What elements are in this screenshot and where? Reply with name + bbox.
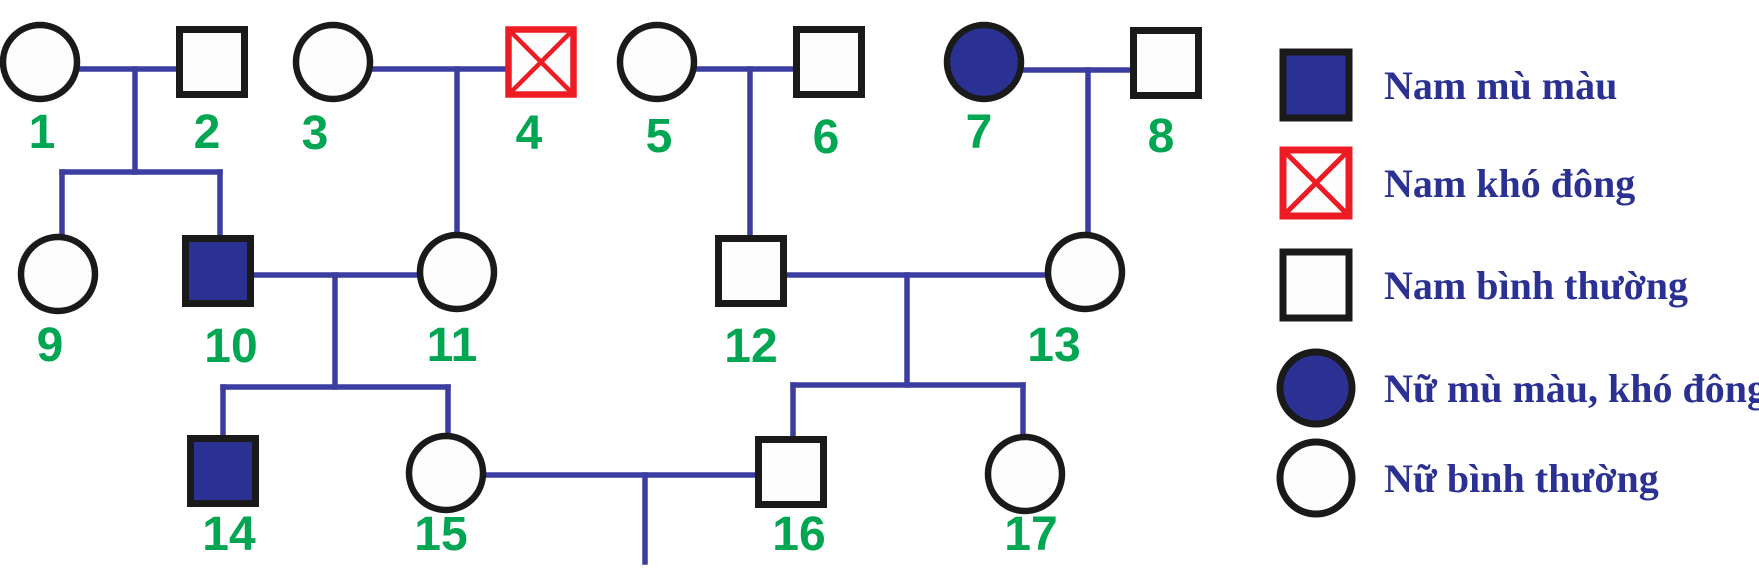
person-number-label: 12 <box>724 320 777 373</box>
person-number-label: 11 <box>427 319 478 372</box>
person-number-label: 15 <box>414 508 467 561</box>
female-circle-icon <box>1044 231 1126 313</box>
person-8: 8 <box>1130 27 1202 163</box>
person-14: 14 <box>187 435 259 561</box>
female-circle-icon <box>0 21 81 103</box>
female-circle-icon <box>416 231 498 313</box>
connector-lines <box>59 66 1136 565</box>
person-number-label: 14 <box>202 508 256 561</box>
person-9: 9 <box>17 233 99 372</box>
legend-item-square-filled: Nam mù màu <box>1279 48 1617 122</box>
person-number-label: 13 <box>1027 319 1080 372</box>
legend-item-circle-filled: Nữ mù màu, khó đông <box>1276 348 1759 428</box>
male-square-icon <box>176 26 248 98</box>
person-number-label: 8 <box>1148 110 1175 163</box>
male-square-icon <box>755 436 827 508</box>
cross-mark-icon <box>1281 148 1351 218</box>
legend-item-label: Nữ bình thường <box>1384 456 1659 501</box>
legend-item-label: Nam bình thường <box>1384 263 1688 308</box>
affected-male-square-icon <box>182 235 254 307</box>
person-number-label: 2 <box>194 106 221 159</box>
male-square-icon <box>1130 27 1202 99</box>
person-number-label: 9 <box>37 319 64 372</box>
person-number-label: 6 <box>813 111 840 164</box>
person-2: 2 <box>176 26 248 159</box>
female-circle-icon <box>984 433 1066 515</box>
person-13: 13 <box>1027 231 1126 372</box>
person-11: 11 <box>416 231 498 372</box>
person-number-label: 4 <box>516 107 543 160</box>
affected-female-circle-icon <box>943 21 1025 103</box>
legend-item-label: Nam mù màu <box>1384 63 1617 108</box>
legend-item-label: Nam khó đông <box>1384 161 1635 206</box>
person-6: 6 <box>793 26 865 164</box>
person-number-label: 1 <box>29 106 56 159</box>
person-number-label: 17 <box>1004 508 1057 561</box>
female-circle-icon <box>292 21 374 103</box>
person-number-label: 16 <box>772 508 825 561</box>
female-circle-icon <box>405 432 487 514</box>
legend-item-square-empty: Nam bình thường <box>1279 248 1688 322</box>
legend-circle-empty-icon <box>1276 438 1356 518</box>
person-5: 5 <box>616 21 698 163</box>
legend-item-label: Nữ mù màu, khó đông <box>1384 366 1759 411</box>
affected-male-square-icon <box>187 435 259 507</box>
legend-square-filled-icon <box>1279 48 1353 122</box>
person-17: 17 <box>984 433 1066 561</box>
male-square-icon <box>793 26 865 98</box>
person-4: 4 <box>505 26 577 160</box>
person-12: 12 <box>715 235 787 373</box>
legend-circle-filled-icon <box>1276 348 1356 428</box>
legend-square-empty-icon <box>1279 248 1353 322</box>
female-circle-icon <box>17 233 99 315</box>
person-number-label: 7 <box>966 106 993 159</box>
person-number-label: 3 <box>302 107 329 160</box>
person-3: 3 <box>292 21 374 160</box>
male-square-icon <box>715 235 787 307</box>
person-number-label: 5 <box>646 110 673 163</box>
female-circle-icon <box>616 21 698 103</box>
person-1: 1 <box>0 21 81 159</box>
person-15: 15 <box>405 432 487 561</box>
person-16: 16 <box>755 436 827 561</box>
person-number-label: 10 <box>204 320 257 373</box>
legend-item-square-crossed: Nam khó đông <box>1279 146 1635 220</box>
cross-mark-icon <box>506 27 576 97</box>
legend-item-circle-empty: Nữ bình thường <box>1276 438 1659 518</box>
person-7: 7 <box>943 21 1025 159</box>
person-10: 10 <box>182 235 258 373</box>
